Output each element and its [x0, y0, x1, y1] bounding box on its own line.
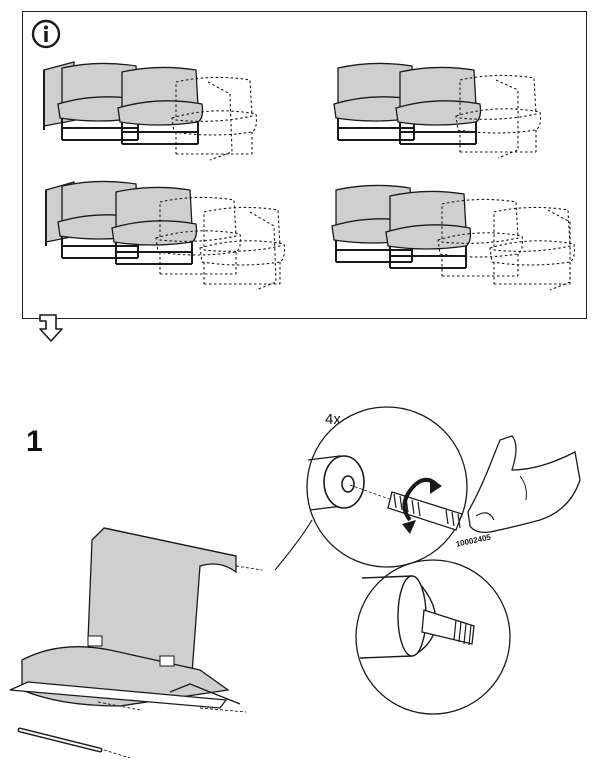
sofa-frame: [9, 527, 263, 759]
rotate-clockwise-icon: [402, 477, 442, 534]
detail-circle-result: [355, 559, 511, 715]
info-icon: [31, 19, 61, 49]
sofa-config-2: [333, 62, 542, 159]
quantity-label: 4x: [325, 411, 341, 428]
step-number: 1: [26, 425, 43, 458]
sofa-config-4: [331, 184, 576, 291]
tube-end-icon: [359, 575, 475, 659]
detail-circle-insert: [274, 406, 581, 571]
sofa-config-1: [43, 61, 258, 161]
sofa-config-3: [45, 180, 286, 291]
turn-down-arrow-icon: [39, 314, 63, 342]
info-panel: [22, 11, 587, 319]
hand-illustration: [467, 435, 581, 534]
